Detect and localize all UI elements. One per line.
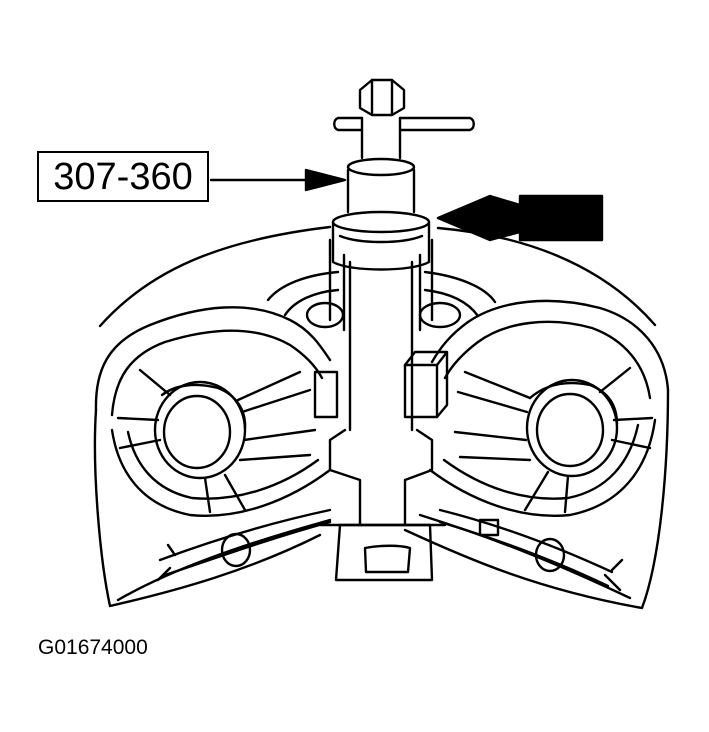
right-bearing-outer xyxy=(525,378,619,478)
left-block xyxy=(313,370,339,419)
upper-housing xyxy=(266,270,497,304)
upper-pocket-left xyxy=(305,301,345,329)
callout-arrowhead xyxy=(304,168,347,192)
upper-pocket-right xyxy=(418,301,462,329)
case-outer-arc-right xyxy=(436,226,657,327)
shaft-collar xyxy=(328,238,434,322)
right-bearing-inner xyxy=(535,392,605,468)
tool-screw xyxy=(360,116,402,160)
left-lobe-inner xyxy=(110,329,324,417)
tool-nut-faces xyxy=(370,78,394,117)
tool-nut xyxy=(358,78,406,117)
right-bracket xyxy=(478,518,500,537)
tool-adapter-body xyxy=(331,220,431,271)
right-block xyxy=(403,363,439,419)
left-lobe-bottom xyxy=(110,428,332,517)
case-inner-lower-right xyxy=(418,513,632,600)
left-bearing-outer xyxy=(153,380,247,480)
figure-id-label: G01674000 xyxy=(38,636,148,659)
right-grommet xyxy=(534,537,566,573)
right-lobe-bottom-inner xyxy=(442,423,640,500)
upper-housing-inner xyxy=(283,288,480,318)
shaft-body xyxy=(348,260,414,432)
right-lobe-inner xyxy=(443,320,652,400)
right-lobe-bottom xyxy=(428,418,657,517)
center-housing-inner xyxy=(363,544,412,574)
left-harness xyxy=(156,508,332,582)
tool-number-label: 307-360 xyxy=(53,155,193,198)
case-outer-arc-left xyxy=(98,225,332,328)
left-bearing-rim xyxy=(160,383,247,430)
left-lobe-outer xyxy=(94,306,332,412)
tool-adapter-top xyxy=(331,210,431,234)
right-block-top xyxy=(403,350,449,419)
tool-adapter-band xyxy=(338,234,424,244)
right-harness xyxy=(438,508,624,592)
tool-handle-right xyxy=(398,116,475,132)
right-vanes xyxy=(453,366,654,514)
tool-callout-box: 307-360 xyxy=(37,151,209,202)
left-lobe-bottom-inner xyxy=(126,430,320,500)
tool-sleeve xyxy=(346,168,416,214)
shaft-collar-inner xyxy=(342,253,422,332)
case-inner-lower-left xyxy=(116,518,332,602)
force-arrow xyxy=(436,194,604,242)
left-bearing-inner xyxy=(162,394,232,470)
case-lower-outline xyxy=(93,388,670,610)
shaft-lower xyxy=(328,428,434,527)
left-vanes xyxy=(116,368,317,514)
tool-handle-left xyxy=(333,116,364,132)
right-bearing-rim xyxy=(528,381,619,426)
tool-sleeve-top xyxy=(346,157,416,177)
right-lobe-outer xyxy=(430,299,670,392)
